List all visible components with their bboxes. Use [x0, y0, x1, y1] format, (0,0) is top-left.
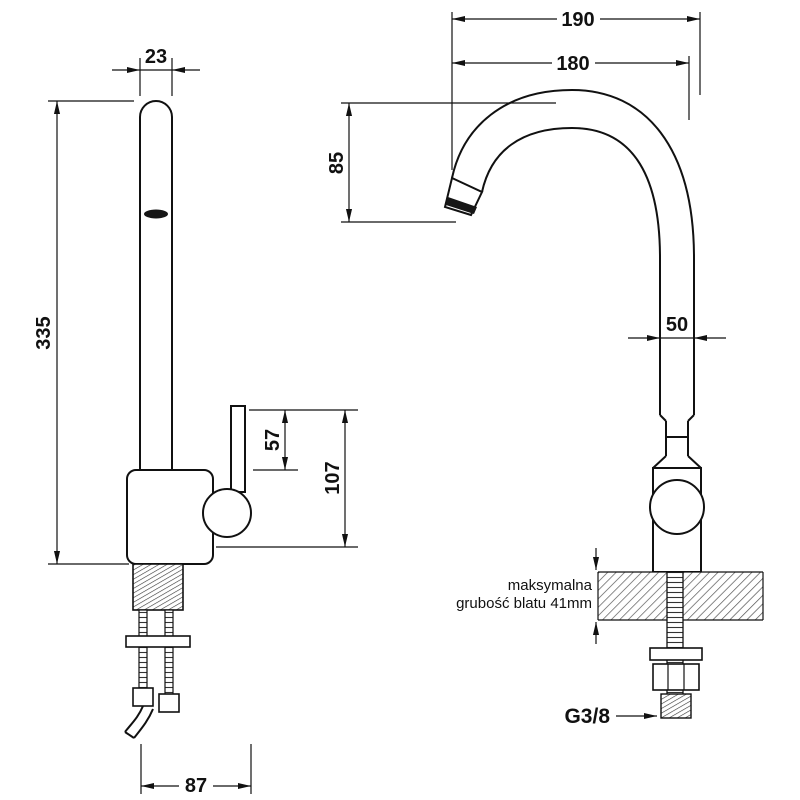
- side-threaded-base: [132, 563, 184, 611]
- dim-spout-width: 23: [112, 46, 200, 96]
- dim-reach-outer: 190: [451, 9, 701, 170]
- side-nut-right: [158, 693, 180, 713]
- dim-total-height: 335: [33, 100, 134, 565]
- thread-size: G3/8: [564, 705, 657, 728]
- countertop-section-left: [598, 572, 667, 620]
- countertop-note-line2: grubość blatu 41mm: [456, 595, 592, 612]
- front-mounting-hardware: [649, 571, 703, 719]
- dim-pipe-width-label: 50: [666, 314, 688, 336]
- side-nut-left: [132, 687, 154, 707]
- side-mounting-bracket: [125, 635, 191, 648]
- side-handle-lever: [230, 405, 246, 493]
- dim-spout-drop: 85: [326, 102, 556, 223]
- side-aerator: [144, 209, 168, 219]
- side-view: 23 335 57 107 87: [33, 46, 358, 797]
- front-body: [649, 414, 705, 573]
- front-thread-fitting: [660, 693, 692, 719]
- dim-reach-inner: 180: [452, 53, 690, 120]
- side-handle: [202, 405, 252, 538]
- dim-handle-height: 57: [249, 409, 358, 471]
- front-handle-ball: [649, 479, 705, 535]
- countertop: [592, 548, 764, 644]
- dim-body-height: 107: [216, 410, 358, 548]
- dim-base-width: 87: [140, 744, 252, 797]
- dim-spout-width-label: 23: [145, 46, 167, 68]
- countertop-note: maksymalna grubość blatu 41mm: [456, 577, 593, 612]
- side-handle-ball: [202, 488, 252, 538]
- front-view: 190 180 85 50 maksymalna grubość blatu 4…: [326, 9, 764, 728]
- dim-body-height-label: 107: [322, 461, 344, 494]
- dim-reach-inner-label: 180: [556, 53, 589, 75]
- dim-handle-height-label: 57: [262, 429, 284, 451]
- side-spout: [139, 100, 173, 470]
- countertop-section-right: [683, 572, 763, 620]
- side-mounting-hardware: [124, 563, 191, 739]
- thread-size-label: G3/8: [564, 705, 610, 728]
- dim-pipe-width: 50: [628, 314, 726, 342]
- dim-spout-drop-label: 85: [326, 152, 348, 174]
- countertop-note-line1: maksymalna: [508, 577, 593, 594]
- front-spout: [443, 88, 695, 415]
- dim-reach-outer-label: 190: [561, 9, 594, 31]
- front-aerator: [446, 197, 477, 214]
- dim-total-height-label: 335: [33, 316, 55, 349]
- dim-base-width-label: 87: [185, 775, 207, 797]
- front-mounting-nut: [652, 663, 700, 691]
- side-stud-right: [164, 609, 174, 705]
- side-body: [126, 469, 214, 565]
- front-washer: [649, 647, 703, 661]
